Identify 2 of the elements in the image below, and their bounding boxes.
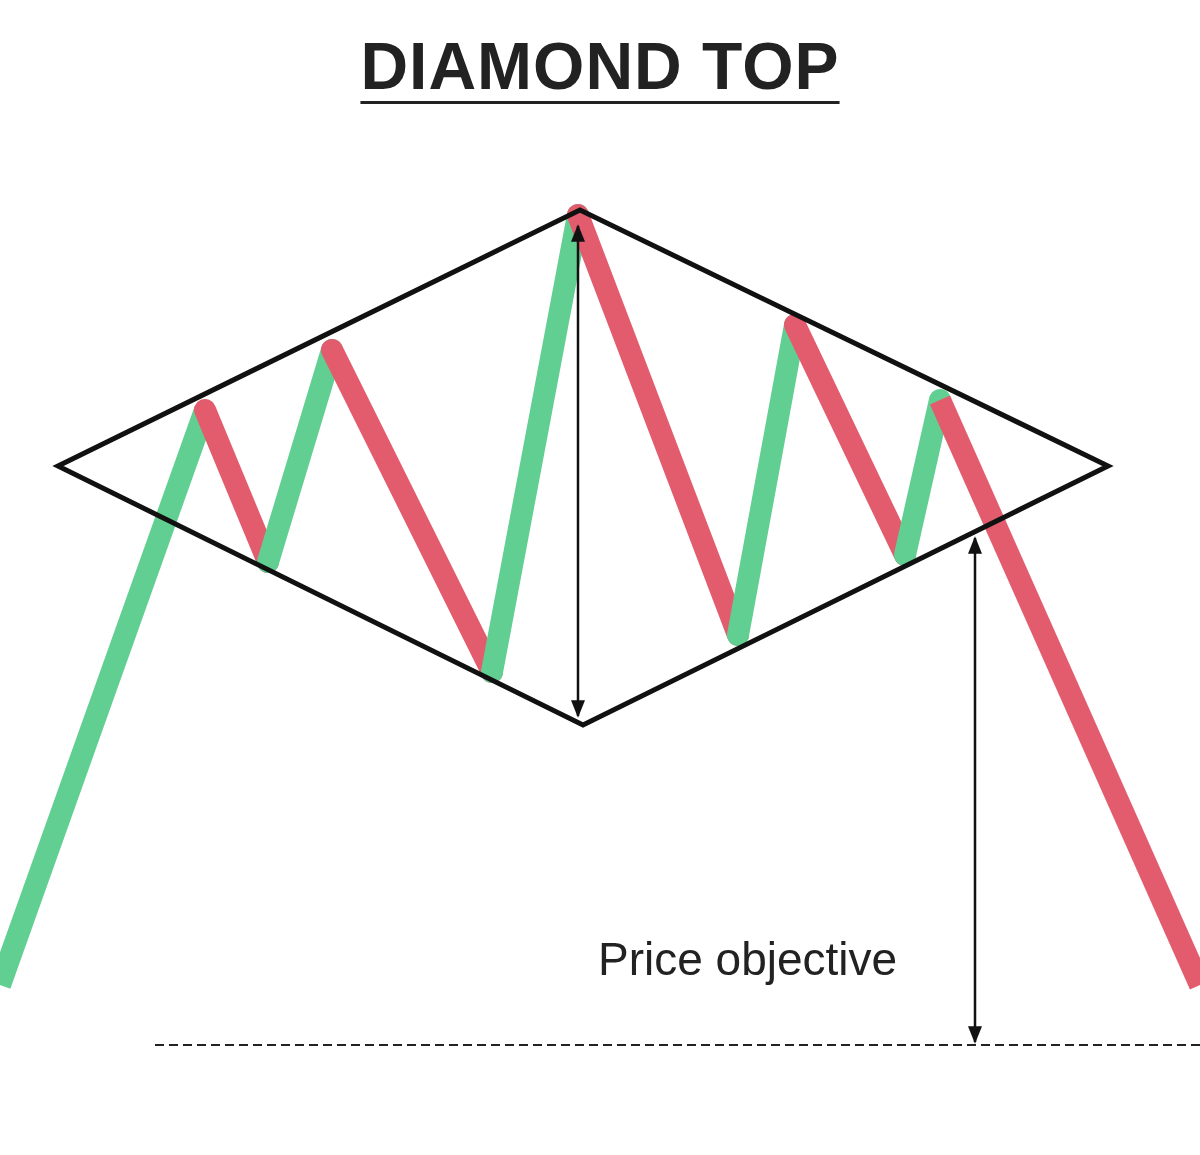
heading: DIAMOND TOP [360,29,840,103]
annotation-label: Price objective [598,932,898,986]
